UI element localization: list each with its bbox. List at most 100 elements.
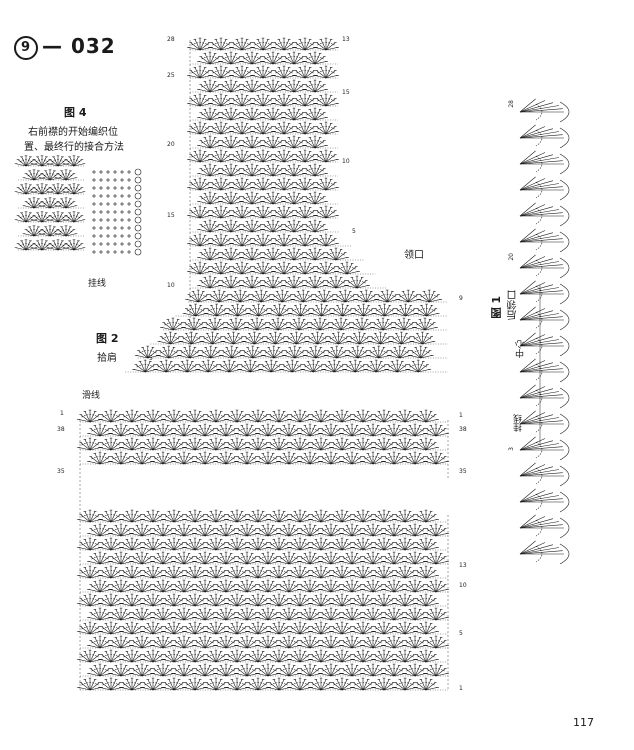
- stitch-mark: [231, 511, 238, 523]
- stitch-mark: [316, 182, 327, 191]
- stitch-mark: [215, 207, 222, 219]
- stitch-mark: [304, 131, 317, 135]
- stitch-mark: [324, 294, 334, 303]
- row-number: 5: [352, 228, 356, 235]
- stitch-mark: [225, 313, 238, 317]
- stitch-mark: [262, 70, 273, 79]
- stitch-mark: [199, 263, 206, 275]
- stitch-mark: [414, 447, 427, 451]
- stitch-mark: [263, 280, 274, 289]
- stitch-mark: [220, 159, 233, 163]
- stitch-mark: [152, 442, 163, 451]
- stitch-mark: [256, 433, 269, 437]
- stitch-mark: [283, 95, 290, 107]
- stitch-mark: [320, 207, 327, 219]
- chain-arc: [252, 294, 270, 298]
- stitch-mark: [288, 428, 299, 437]
- stitch-mark: [89, 519, 102, 523]
- stitch-mark: [31, 247, 43, 251]
- stitch-mark: [384, 428, 395, 437]
- stitch-mark: [141, 447, 154, 451]
- stitch-mark: [200, 84, 211, 93]
- stitch-mark: [241, 75, 254, 79]
- stitch-mark: [274, 70, 285, 79]
- stitch-mark: [293, 229, 306, 233]
- row-number: 1: [459, 685, 463, 692]
- stitch-mark: [304, 179, 311, 191]
- stitch-mark: [49, 173, 59, 181]
- stitch-mark: [277, 533, 290, 537]
- stitch-mark: [84, 439, 91, 451]
- stitch-mark: [288, 313, 301, 317]
- stitch-mark: [205, 322, 216, 331]
- stitch-mark: [382, 327, 395, 331]
- stitch-mark: [219, 201, 232, 205]
- stitch-mark: [314, 221, 321, 233]
- stitch-mark: [314, 140, 325, 149]
- stitch-mark: [237, 428, 248, 437]
- stitch-mark: [262, 95, 269, 107]
- stitch-mark: [188, 47, 201, 51]
- chain-arc: [245, 336, 264, 340]
- stitch-mark: [272, 165, 279, 177]
- chain-arc: [189, 294, 207, 298]
- chain-arc: [264, 280, 282, 284]
- stitch-mark: [315, 355, 328, 359]
- stitch-mark: [404, 442, 415, 451]
- stitch-mark: [151, 461, 164, 465]
- stitch-mark: [293, 221, 300, 233]
- stitch-mark: [143, 514, 154, 523]
- stitch-mark: [262, 182, 273, 191]
- stitch-mark: [290, 514, 301, 523]
- stitch-mark: [274, 210, 285, 219]
- stitch-mark: [225, 425, 232, 437]
- stitch-mark: [198, 173, 211, 177]
- chain-arc: [280, 428, 298, 432]
- stitch-mark: [173, 419, 186, 423]
- stitch-mark: [397, 364, 407, 373]
- stitch-mark: [110, 419, 123, 423]
- stitch-mark: [206, 414, 217, 423]
- stitch-mark: [246, 193, 253, 205]
- stitch-mark: [279, 313, 292, 317]
- stitch-mark: [199, 187, 212, 191]
- chain-arc: [154, 456, 172, 460]
- chain-arc: [391, 350, 409, 354]
- stitch-mark: [230, 56, 241, 65]
- stitch-mark: [252, 511, 259, 523]
- stitch-mark: [61, 170, 67, 181]
- stitch-mark: [25, 215, 35, 223]
- chain-arc: [228, 442, 246, 446]
- chain-arc: [285, 196, 303, 200]
- pattern-code: — 032: [42, 34, 116, 58]
- stitch-mark: [326, 280, 337, 289]
- chain-arc: [301, 428, 319, 432]
- stitch-mark: [274, 98, 285, 107]
- stitch-mark: [262, 210, 273, 219]
- stitch-mark: [211, 210, 222, 219]
- stitch-mark: [351, 277, 358, 289]
- stitch-mark: [315, 411, 322, 423]
- stitch-mark: [314, 145, 327, 149]
- chain-arc: [306, 168, 324, 172]
- chain-arc: [43, 173, 57, 177]
- chain-arc: [296, 210, 314, 214]
- stitch-mark: [325, 235, 332, 247]
- stitch-mark: [396, 299, 409, 303]
- stitch-mark: [241, 453, 248, 465]
- stitch-mark: [195, 528, 206, 537]
- stitch-mark: [233, 333, 239, 345]
- stitch-mark: [425, 442, 436, 451]
- stitch-mark: [215, 263, 222, 275]
- stitch-mark: [157, 425, 164, 437]
- stitch-mark: [220, 67, 227, 79]
- stitch-mark: [73, 159, 83, 167]
- stitch-mark: [25, 212, 31, 223]
- stitch-mark: [408, 299, 420, 303]
- chain-arc: [35, 215, 49, 219]
- stitch-mark: [236, 151, 243, 163]
- stitch-mark: [337, 305, 343, 317]
- stitch-mark: [384, 456, 395, 465]
- stitch-mark: [199, 42, 210, 51]
- stitch-mark: [131, 414, 142, 423]
